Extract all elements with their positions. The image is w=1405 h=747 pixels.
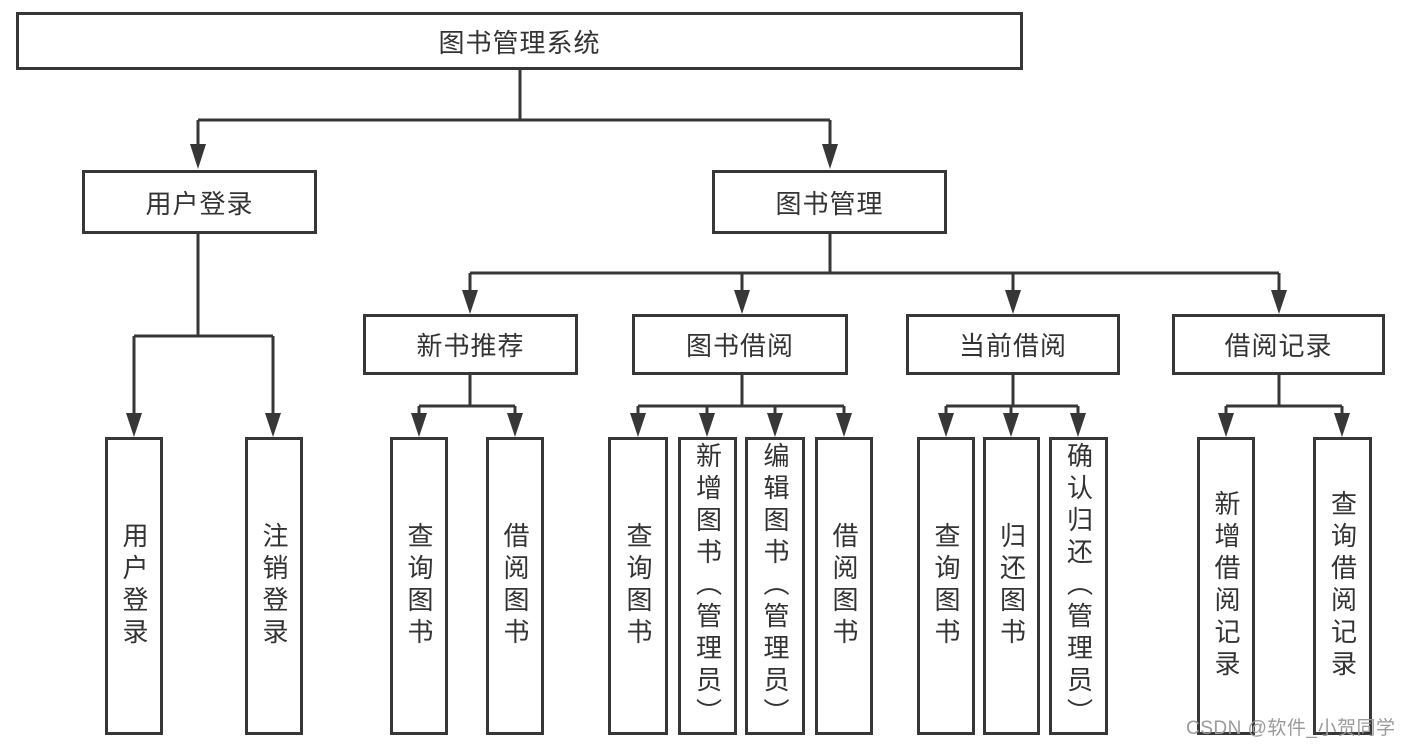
node-book-management: 图书管理 — [712, 170, 947, 234]
leaf-add-book-admin-label: 新增图书（管理员） — [692, 442, 723, 730]
leaf-query-books-current-label: 查询图书 — [931, 522, 961, 650]
node-current-borrow-label: 当前借阅 — [958, 331, 1067, 361]
watermark: CSDN @软件_小贺同学 — [1186, 718, 1396, 739]
node-borrow-records-label: 借阅记录 — [1224, 331, 1333, 361]
node-book-borrow-label: 图书借阅 — [685, 331, 794, 361]
leaf-confirm-return-admin-label: 确认归还（管理员） — [1063, 442, 1094, 730]
leaf-query-books-borrow-label: 查询图书 — [623, 522, 653, 650]
node-new-book-recommend: 新书推荐 — [363, 314, 578, 375]
node-book-management-label: 图书管理 — [775, 188, 884, 219]
leaf-query-borrow-record-label: 查询借阅记录 — [1327, 490, 1358, 682]
leaf-return-books-label: 归还图书 — [996, 522, 1027, 650]
leaf-borrow-books-recommend: 借阅图书 — [486, 437, 544, 735]
leaf-borrow-books-recommend-label: 借阅图书 — [500, 522, 530, 650]
node-current-borrow: 当前借阅 — [906, 314, 1120, 375]
leaf-query-borrow-record: 查询借阅记录 — [1313, 437, 1372, 735]
leaf-logout: 注销登录 — [245, 437, 303, 735]
leaf-query-books-borrow: 查询图书 — [608, 437, 668, 735]
node-book-borrow: 图书借阅 — [632, 314, 848, 375]
leaf-user-login-label: 用户登录 — [119, 522, 149, 650]
leaf-borrow-books-label: 借阅图书 — [829, 522, 859, 650]
node-new-book-recommend-label: 新书推荐 — [416, 331, 525, 361]
node-user-login-label: 用户登录 — [145, 188, 254, 219]
leaf-add-book-admin: 新增图书（管理员） — [678, 437, 737, 735]
node-user-login: 用户登录 — [82, 170, 317, 234]
leaf-logout-label: 注销登录 — [259, 522, 289, 650]
leaf-query-books-recommend-label: 查询图书 — [404, 522, 434, 650]
leaf-add-borrow-record: 新增借阅记录 — [1197, 437, 1255, 735]
leaf-return-books: 归还图书 — [983, 437, 1040, 735]
leaf-add-borrow-record-label: 新增借阅记录 — [1211, 490, 1241, 682]
leaf-confirm-return-admin: 确认归还（管理员） — [1049, 437, 1108, 735]
leaf-user-login: 用户登录 — [105, 437, 163, 735]
node-borrow-records: 借阅记录 — [1172, 314, 1385, 375]
node-root-label: 图书管理系统 — [438, 27, 601, 58]
leaf-query-books-current: 查询图书 — [917, 437, 975, 735]
leaf-borrow-books: 借阅图书 — [815, 437, 873, 735]
leaf-edit-book-admin-label: 编辑图书（管理员） — [760, 442, 790, 730]
leaf-edit-book-admin: 编辑图书（管理员） — [745, 437, 805, 735]
node-root: 图书管理系统 — [16, 12, 1023, 70]
leaf-query-books-recommend: 查询图书 — [390, 437, 448, 735]
